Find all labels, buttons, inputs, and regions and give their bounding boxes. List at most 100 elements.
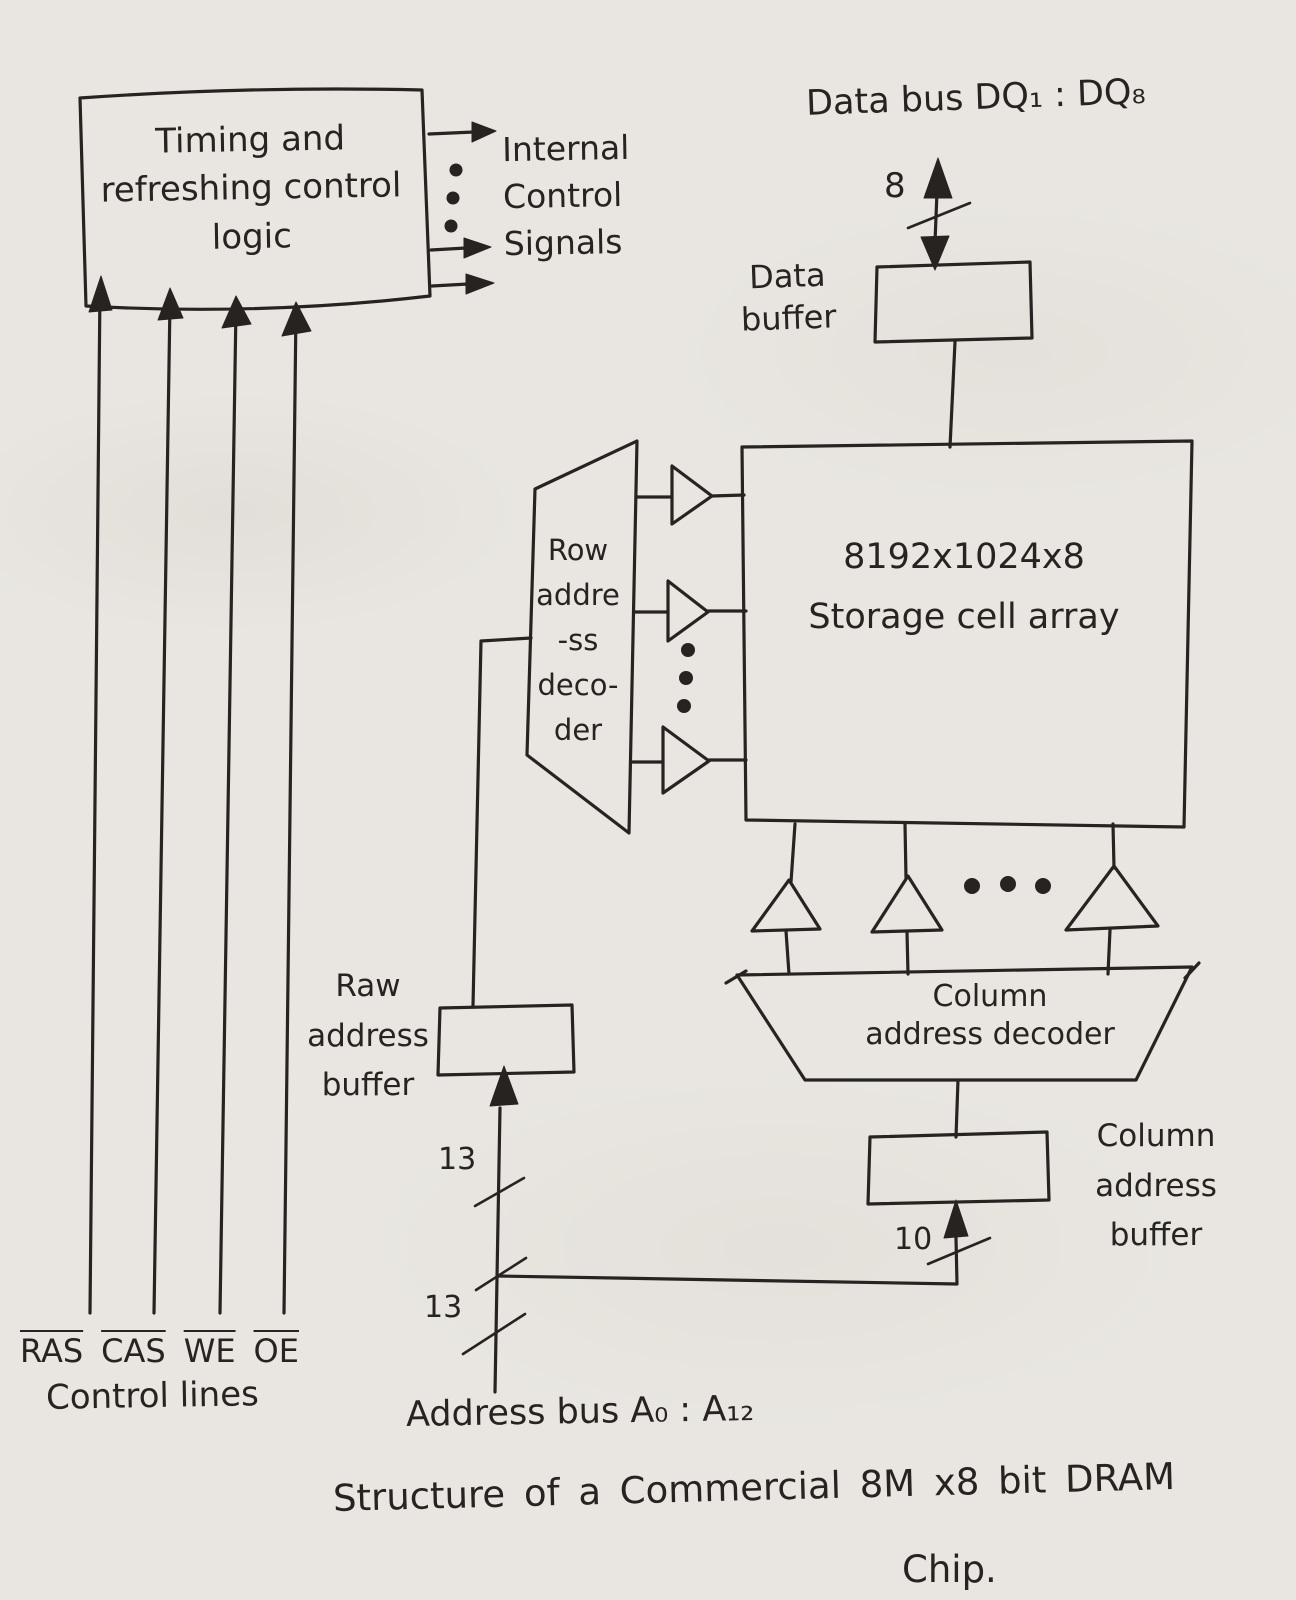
sense-bottom-line xyxy=(784,929,791,976)
raw-address-buffer-line: address xyxy=(307,1017,429,1054)
we-line xyxy=(218,306,238,1315)
down-arrowhead xyxy=(920,235,950,271)
driver-triangle xyxy=(670,464,714,526)
column-decoder-outline xyxy=(735,965,1194,1082)
internal-control-signal-arrows xyxy=(427,121,497,295)
data-buffer-line: Data xyxy=(748,255,827,297)
column-address-width-label: 10 xyxy=(894,1222,933,1257)
we-label: WE xyxy=(183,1332,236,1370)
oe-label: OE xyxy=(253,1332,299,1370)
sense-top-line xyxy=(1111,822,1116,870)
ellipsis-dot xyxy=(449,163,463,177)
bus-width-slash xyxy=(473,1176,526,1208)
column-address-bus-arrow xyxy=(496,1199,992,1286)
column-address-buffer-box xyxy=(866,1130,1051,1206)
sense-bottom-line xyxy=(905,930,910,976)
column-address-buffer-line: buffer xyxy=(1109,1217,1203,1254)
raw-address-buffer-box xyxy=(436,636,576,1077)
column-address-buffer-line: address xyxy=(1095,1167,1217,1204)
driver-output-line xyxy=(710,493,746,498)
control-lines-label: Control lines xyxy=(45,1374,260,1418)
column-address-buffer-outline xyxy=(866,1130,1051,1206)
ellipsis-dot xyxy=(681,643,695,657)
timing-logic-line: Timing and xyxy=(154,118,346,162)
row-decoder-line: der xyxy=(553,712,603,747)
ras-arrowhead xyxy=(88,275,113,313)
data-buffer-box xyxy=(873,260,1034,449)
decoder-to-column-buffer-line xyxy=(954,1078,960,1139)
storage-array-size: 8192x1024x8 xyxy=(843,537,1085,577)
column-decoder-line: address decoder xyxy=(865,1016,1115,1052)
storage-array-name: Storage cell array xyxy=(808,596,1120,637)
timing-box-outline xyxy=(78,87,432,311)
branch-line xyxy=(496,1236,959,1286)
storage-array-outline xyxy=(740,439,1194,829)
control-line-arrows xyxy=(88,275,312,1315)
row-decoder-shape xyxy=(525,439,639,835)
raw-address-buffer-line: buffer xyxy=(321,1067,415,1104)
sense-bottom-line xyxy=(1106,928,1112,976)
column-decoder-shape xyxy=(724,961,1201,1082)
row-decoder-label: Row addre -ss deco- der xyxy=(526,528,630,753)
address-bus-label: Address bus A₀ : A₁₂ xyxy=(405,1388,755,1436)
row-decoder-line: Row xyxy=(547,533,609,567)
raw-address-buffer-label: Raw address buffer xyxy=(294,962,442,1111)
column-sense-triangles xyxy=(750,822,1160,976)
we-arrowhead xyxy=(221,295,252,329)
ellipsis-dot xyxy=(679,671,693,685)
oe-line xyxy=(282,308,298,1315)
row-driver-triangles xyxy=(630,464,748,795)
internal-signals-line: Internal xyxy=(501,127,630,170)
control-signal-labels: RAS CAS WE OE xyxy=(20,1332,299,1370)
sense-triangle xyxy=(750,878,822,933)
data-bus-arrow xyxy=(906,157,972,271)
data-buffer-to-array-line xyxy=(948,340,957,449)
address-bus-vertical-line xyxy=(493,1106,502,1394)
internal-signals-line: Signals xyxy=(503,221,623,263)
driver-triangle xyxy=(661,725,711,795)
ellipsis-dot xyxy=(446,191,460,205)
row-decoder-line: addre xyxy=(536,577,620,612)
row-decoder-outline xyxy=(525,439,639,835)
ras-line xyxy=(88,286,102,1315)
timing-logic-label: Timing and refreshing control logic xyxy=(85,113,417,264)
buffer-to-row-decoder-line xyxy=(471,636,533,1008)
storage-array-box xyxy=(740,439,1194,829)
sense-triangle xyxy=(1064,864,1160,932)
column-decoder-label: Column address decoder xyxy=(788,978,1192,1053)
data-buffer-label: Data buffer xyxy=(721,254,856,342)
column-address-buffer-line: Column xyxy=(1096,1118,1216,1154)
bus-width-slash xyxy=(474,1256,528,1292)
timing-logic-line: refreshing control xyxy=(100,165,402,211)
row-decoder-line: deco- xyxy=(537,667,619,702)
signal-arrowhead xyxy=(463,237,492,259)
bus-width-slash xyxy=(461,1312,527,1356)
row-address-width-label: 13 xyxy=(438,1142,477,1177)
ellipsis-dot xyxy=(444,219,458,233)
bus-width-slash xyxy=(906,201,972,230)
ellipsis-dot xyxy=(677,699,691,713)
address-bus-width-label: 13 xyxy=(424,1290,463,1325)
driver-triangle xyxy=(666,579,710,643)
corner-overshoot-tick xyxy=(1183,961,1201,980)
caption-line-2: Chip. xyxy=(902,1548,997,1591)
timing-logic-line: logic xyxy=(211,215,293,258)
corner-overshoot-tick xyxy=(724,969,748,985)
column-address-buffer-label: Column address buffer xyxy=(1058,1112,1254,1261)
cas-label: CAS xyxy=(101,1332,166,1370)
address-bus-lines xyxy=(461,1065,528,1394)
storage-array-label: 8192x1024x8 Storage cell array xyxy=(752,528,1176,647)
signal-arrow-line xyxy=(430,282,470,288)
cas-arrowhead xyxy=(157,287,184,321)
up-arrowhead xyxy=(943,1199,969,1239)
internal-signals-line: Control xyxy=(502,174,623,216)
timing-logic-box xyxy=(78,87,432,311)
cas-line xyxy=(152,300,172,1315)
internal-signals-label: Internal Control Signals xyxy=(502,125,632,268)
sense-top-line xyxy=(903,822,908,880)
data-bus-width-label: 8 xyxy=(884,166,906,206)
signal-arrow-line xyxy=(427,130,476,136)
raw-address-buffer-outline xyxy=(436,1003,576,1077)
